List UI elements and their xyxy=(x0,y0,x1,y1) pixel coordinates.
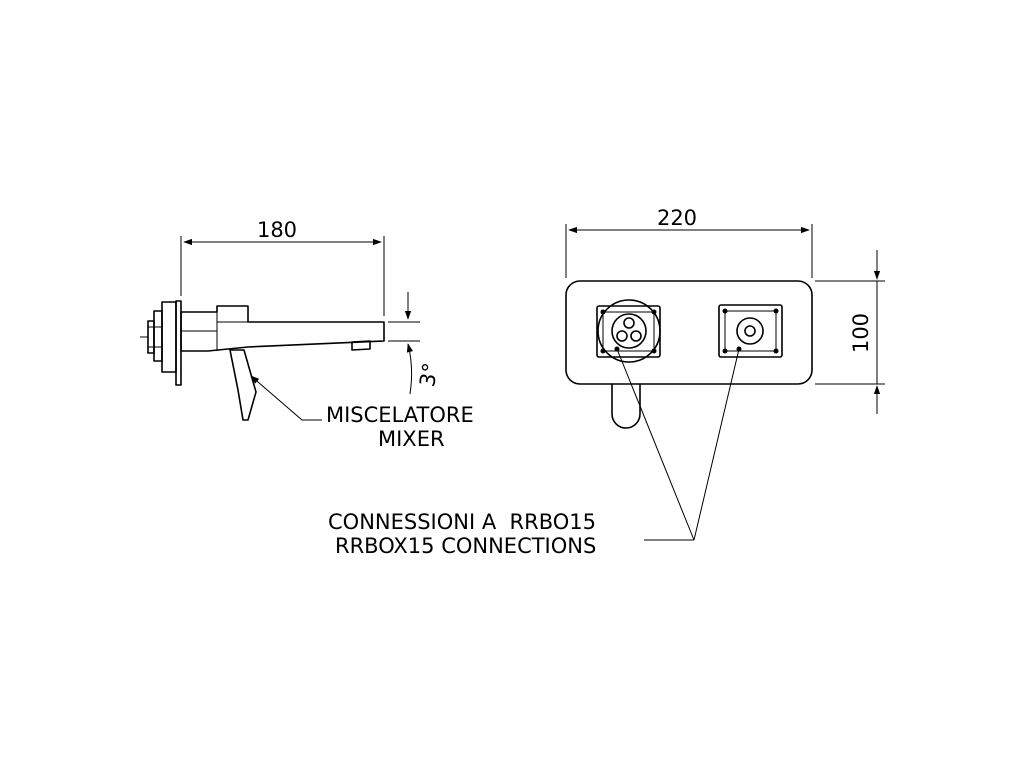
mixer-label-en: MIXER xyxy=(378,427,445,451)
lever-handle xyxy=(229,349,257,421)
connections-label-it: CONNESSIONI A RRBO15 xyxy=(328,510,596,534)
connections-leader-left xyxy=(616,348,695,541)
side-width-label: 180 xyxy=(257,218,297,242)
front-width-label: 220 xyxy=(657,206,697,230)
front-view: 220 100 CONNESSIONI A RRBO15 RRBOX15 CON… xyxy=(328,206,885,558)
mixer-cartridge-connection xyxy=(596,299,661,363)
side-view: 180 3° MISCELATORE MIXER xyxy=(140,218,474,451)
connections-leader-right xyxy=(693,348,740,541)
cover-plate xyxy=(565,280,813,385)
connections-label-en: RRBOX15 CONNECTIONS xyxy=(335,534,596,558)
mixer-label-it: MISCELATORE xyxy=(326,403,474,427)
fitting-nut xyxy=(147,320,155,354)
mixer-body xyxy=(180,305,385,352)
fitting-flange xyxy=(161,301,177,373)
fitting-body xyxy=(153,310,163,362)
front-height-label: 100 xyxy=(849,313,873,353)
front-lever xyxy=(611,383,641,429)
spout-angle-label: 3° xyxy=(415,361,443,389)
diverter-connection xyxy=(718,304,783,358)
mixer-leader xyxy=(250,375,322,421)
aerator xyxy=(351,340,371,351)
